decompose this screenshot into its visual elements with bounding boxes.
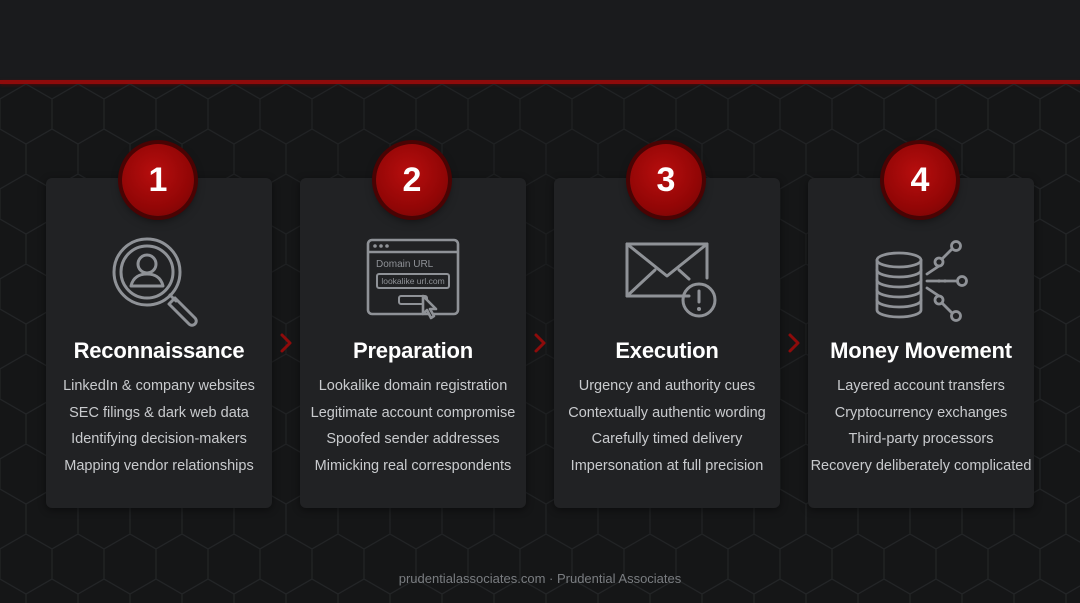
step-title: Reconnaissance — [73, 338, 245, 363]
step-item: Lookalike domain registration — [318, 378, 508, 394]
magnifier-person-icon — [112, 237, 198, 327]
step-item: Mapping vendor relationships — [64, 458, 254, 475]
envelope-alert-icon — [625, 242, 717, 318]
chevron-right-icon — [788, 333, 800, 353]
step-card-reconnaissance: Reconnaissance LinkedIn & company websit… — [46, 178, 272, 508]
step-item: Third-party processors — [848, 431, 994, 448]
step-item: Urgency and authority cues — [578, 378, 756, 394]
step-card-execution: Execution Urgency and authority cues Con… — [554, 178, 780, 508]
step-item: Spoofed sender addresses — [326, 431, 500, 448]
step-item: Cryptocurrency exchanges — [834, 404, 1008, 421]
top-band — [0, 0, 1080, 81]
footer-text: prudentialassociates.com · Prudential As… — [398, 571, 682, 586]
step-title: Preparation — [352, 338, 474, 363]
step-items: Lookalike domain registration Legitimate… — [300, 377, 526, 484]
chevron-right-icon — [280, 333, 292, 353]
step-item: Recovery deliberately complicated — [810, 458, 1032, 475]
browser-window-icon: Domain URL lookalike url.com — [366, 238, 460, 320]
step-item: Impersonation at full precision — [570, 458, 764, 475]
step-card-preparation: Domain URL lookalike url.com Preparation… — [300, 178, 526, 508]
step-title: Money Movement — [830, 338, 1012, 363]
step-items: Urgency and authority cues Contextually … — [554, 377, 780, 484]
icon-domain-field: lookalike url.com — [381, 276, 444, 286]
step-item: LinkedIn & company websites — [63, 378, 255, 394]
step-number-badge: 2 — [376, 144, 448, 216]
step-item: Layered account transfers — [837, 378, 1005, 394]
step-item: Contextually authentic wording — [568, 404, 766, 421]
header-divider — [0, 80, 1080, 84]
coin-stack-network-icon — [875, 240, 968, 322]
step-card-money-movement: Money Movement Layered account transfers… — [808, 178, 1034, 508]
step-item: SEC filings & dark web data — [69, 404, 249, 421]
step-items: Layered account transfers Cryptocurrency… — [808, 377, 1034, 484]
step-item: Identifying decision-makers — [71, 431, 247, 448]
step-number-badge: 4 — [884, 144, 956, 216]
step-number-badge: 3 — [630, 144, 702, 216]
step-item: Mimicking real correspondents — [314, 458, 512, 475]
step-item: Legitimate account compromise — [310, 404, 516, 421]
step-number-badge: 1 — [122, 144, 194, 216]
step-title: Execution — [615, 338, 719, 363]
step-item: Carefully timed delivery — [591, 431, 743, 448]
icon-domain-heading: Domain URL — [376, 259, 434, 270]
step-items: LinkedIn & company websites SEC filings … — [46, 377, 272, 484]
chevron-right-icon — [534, 333, 546, 353]
